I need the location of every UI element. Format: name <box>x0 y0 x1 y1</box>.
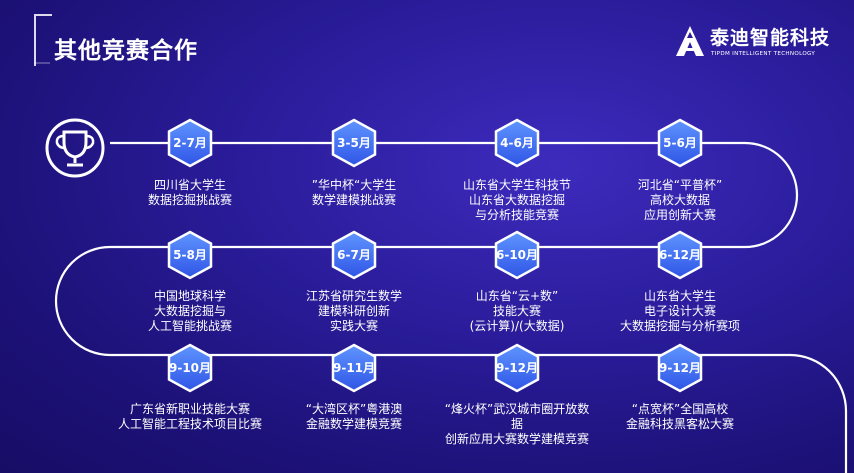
competition-description: 山东省大学生科技节 山东省大数据挖掘 与分析技能竞赛 <box>462 178 571 222</box>
title-frame-decoration <box>34 14 52 66</box>
competition-description: “点宽杯”全国高校 金融科技黑客松大赛 <box>625 402 734 431</box>
competition-description: “大湾区杯”粤港澳 金融数学建模竞赛 <box>305 402 403 431</box>
trophy-icon <box>45 118 105 178</box>
hexagon-badge <box>331 343 377 393</box>
hexagon-badge <box>657 230 703 280</box>
timeline-node: 6-7月 <box>331 230 377 280</box>
timeline-node: 9-12月 <box>494 343 540 393</box>
competition-description: 广东省新职业技能大赛 人工智能工程技术项目比赛 <box>117 402 262 431</box>
timeline-node: 9-11月 <box>331 343 377 393</box>
timeline-node: 3-5月 <box>331 118 377 168</box>
timeline-node: 6-10月 <box>494 230 540 280</box>
hexagon-badge <box>494 230 540 280</box>
node-date: 9-12月 <box>658 361 702 375</box>
node-date: 6-7月 <box>337 248 371 262</box>
hexagon-badge <box>494 118 540 168</box>
competition-description: ”华中杯“大学生 数学建模挑战赛 <box>311 178 397 207</box>
node-date: 3-5月 <box>337 136 371 150</box>
hexagon-badge <box>167 343 213 393</box>
company-subtitle: TIPDM INTELLIGENT TECHNOLOGY <box>711 51 816 57</box>
company-name: 泰迪智能科技 <box>710 27 831 49</box>
timeline-node: 5-8月 <box>167 230 213 280</box>
timeline-node: 4-6月 <box>494 118 540 168</box>
node-date: 4-6月 <box>500 136 534 150</box>
timeline-node: 9-10月 <box>167 343 213 393</box>
hexagon-badge <box>167 230 213 280</box>
competition-description: 山东省“云+数” 技能大赛 (云计算)/(大数据) <box>469 289 565 333</box>
node-date: 6-10月 <box>495 248 539 262</box>
competition-description: 河北省“平普杯” 高校大数据 应用创新大赛 <box>637 178 723 222</box>
node-date: 2-7月 <box>173 136 207 150</box>
node-date: 5-8月 <box>173 248 207 262</box>
hexagon-badge <box>167 118 213 168</box>
competition-description: 江苏省研究生数学 建模科研创新 实践大赛 <box>305 289 402 333</box>
hexagon-badge <box>657 118 703 168</box>
node-date: 5-6月 <box>663 136 697 150</box>
timeline-node: 9-12月 <box>657 343 703 393</box>
competition-description: 四川省大学生 数据挖掘挑战赛 <box>147 178 232 207</box>
timeline-node: 5-6月 <box>657 118 703 168</box>
node-date: 6-12月 <box>658 248 702 262</box>
node-date: 9-12月 <box>495 361 539 375</box>
competition-description: 中国地球科学 大数据挖掘与 人工智能挑战赛 <box>147 289 232 333</box>
node-date: 9-11月 <box>332 361 376 375</box>
hexagon-badge <box>331 230 377 280</box>
mountain-a-logo-icon <box>676 26 704 56</box>
competition-description: “烽火杯”武汉城市圈开放数 据 创新应用大赛数学建模竞赛 <box>444 402 590 446</box>
node-date: 9-10月 <box>168 361 212 375</box>
hexagon-badge <box>657 343 703 393</box>
company-logo: 泰迪智能科技 TIPDM INTELLIGENT TECHNOLOGY <box>674 24 839 64</box>
hexagon-badge <box>331 118 377 168</box>
page-title: 其他竞赛合作 <box>54 38 198 64</box>
timeline-node: 6-12月 <box>657 230 703 280</box>
hexagon-badge <box>494 343 540 393</box>
competition-description: 山东省大学生 电子设计大赛 大数据挖掘与分析赛项 <box>619 289 740 333</box>
title-frame-underline <box>34 62 50 64</box>
timeline-node: 2-7月 <box>167 118 213 168</box>
